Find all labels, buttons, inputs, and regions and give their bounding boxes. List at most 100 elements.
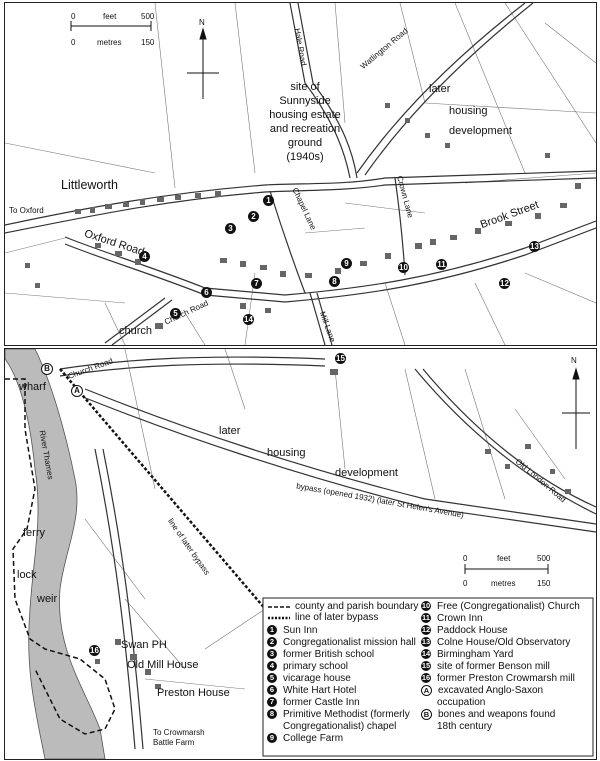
bottom-scale-metres-150: 150 xyxy=(537,579,551,588)
legend-item-label: Birmingham Yard xyxy=(437,649,514,660)
scale-metres-0: 0 xyxy=(71,38,76,47)
scale-metres-label: metres xyxy=(97,38,122,47)
scale-feet-0: 0 xyxy=(71,12,76,21)
legend-item-label: College Farm xyxy=(283,733,344,744)
legend-key-icon: 12 xyxy=(421,625,431,636)
top-map-drawing xyxy=(5,3,596,345)
legend-item: 5 vicarage house xyxy=(267,673,351,684)
preston-house-label: Preston House xyxy=(157,687,230,699)
bottom-scale-metres-label: metres xyxy=(491,579,516,588)
legend-key-icon: A xyxy=(421,685,432,696)
legend-key-icon: 16 xyxy=(421,673,431,684)
legend-item-label: Primitive Methodist (formerly xyxy=(283,709,410,720)
bottom-buildings xyxy=(95,369,571,689)
legend-item: 13 Colne House/Old Observatory xyxy=(421,637,570,648)
sunnyside-label-4: and recreation xyxy=(269,123,341,135)
lock-label: lock xyxy=(17,569,37,581)
legend-key-icon: 4 xyxy=(267,661,277,672)
marker-4: 4 xyxy=(139,251,150,262)
legend-item-label: Crown Inn xyxy=(437,613,483,624)
sunnyside-label-3: housing estate xyxy=(269,109,341,121)
to-crowmarsh-label-1: To Crowmarsh xyxy=(153,728,205,737)
marker-12: 12 xyxy=(499,278,510,289)
legend-item-label: Paddock House xyxy=(437,625,508,636)
legend-item: 6 White Hart Hotel xyxy=(267,685,356,696)
legend-key-icon: 15 xyxy=(421,661,431,672)
legend-item: 018th century xyxy=(421,721,492,732)
legend-key-icon: 11 xyxy=(421,613,431,624)
marker-1: 1 xyxy=(263,195,274,206)
legend-item: 0occupation xyxy=(421,697,485,708)
marker-14: 14 xyxy=(243,314,254,325)
legend-item-label: excavated Anglo-Saxon xyxy=(438,685,544,697)
top-scale-bar xyxy=(70,21,152,31)
later-bypass-line xyxy=(59,368,268,612)
bottom-scale-feet-0: 0 xyxy=(463,554,468,563)
legend-key-icon: 6 xyxy=(267,685,277,696)
later-label: later xyxy=(219,425,241,437)
marker-6: 6 xyxy=(201,287,212,298)
marker-10: 10 xyxy=(398,262,409,273)
legend-item: 12 Paddock House xyxy=(421,625,508,636)
legend-key-icon: B xyxy=(421,709,432,720)
legend-item: 9 College Farm xyxy=(267,733,343,744)
legend-key-icon: 1 xyxy=(267,625,277,636)
north-label: N xyxy=(199,18,205,27)
buildings xyxy=(25,103,581,329)
top-north-arrow xyxy=(187,27,219,99)
littleworth-label: Littleworth xyxy=(61,178,118,192)
legend-key-icon: 9 xyxy=(267,733,277,744)
top-map-panel: 0 feet 500 0 metres 150 N Littleworth To… xyxy=(4,2,597,346)
legend-item: 11 Crown Inn xyxy=(421,613,483,624)
development-label: development xyxy=(335,467,398,479)
bottom-roads xyxy=(59,356,596,750)
legend-item: 4 primary school xyxy=(267,661,348,672)
old-mill-house-label: Old Mill House xyxy=(127,659,199,671)
marker-5: 5 xyxy=(170,308,181,319)
legend-later-bypass: line of later bypass xyxy=(295,612,379,623)
legend-item-label: Congregationalist) chapel xyxy=(283,721,397,732)
legend-item-label: vicarage house xyxy=(283,673,351,684)
legend-key-icon: 3 xyxy=(267,649,277,660)
legend-item-label: White Hart Hotel xyxy=(283,685,357,696)
legend-item: 16 former Preston Crowmarsh mill xyxy=(421,673,575,684)
scale-feet-500: 500 xyxy=(141,12,155,21)
marker-11: 11 xyxy=(436,259,447,270)
marker-3: 3 xyxy=(225,223,236,234)
legend-item-label: bones and weapons found xyxy=(438,709,556,721)
marker-15: 15 xyxy=(335,353,346,364)
legend-key-icon: 7 xyxy=(267,697,277,708)
later-housing-label-2: housing xyxy=(449,105,488,117)
to-crowmarsh-label-2: Battle Farm xyxy=(153,738,195,747)
bottom-scale-feet-label: feet xyxy=(497,554,511,563)
marker-B: B xyxy=(41,363,53,375)
church-label: church xyxy=(119,325,153,337)
legend-item-label: occupation xyxy=(437,697,486,708)
legend-key-icon: 13 xyxy=(421,637,431,648)
marker-7: 7 xyxy=(251,278,262,289)
later-housing-label-1: later xyxy=(429,83,451,95)
sunnyside-label-6: (1940s) xyxy=(286,151,324,163)
wharf-label: wharf xyxy=(19,381,46,393)
bottom-north-label: N xyxy=(571,356,577,365)
bottom-scale-bar xyxy=(464,564,549,574)
legend-item-label: primary school xyxy=(283,661,349,672)
sunnyside-label-1: site of xyxy=(290,81,320,93)
marker-9: 9 xyxy=(341,258,352,269)
parish-boundary-line xyxy=(5,378,116,735)
sunnyside-label-2: Sunnyside xyxy=(279,95,331,107)
legend-key-icon: 5 xyxy=(267,673,277,684)
river-thames-shape xyxy=(5,349,106,759)
legend-key-icon: 14 xyxy=(421,649,431,660)
legend-item-label: former Preston Crowmarsh mill xyxy=(437,673,575,684)
bottom-scale-metres-0: 0 xyxy=(463,579,468,588)
legend-boundary: county and parish boundary xyxy=(295,601,419,612)
legend-item-label: former Castle Inn xyxy=(283,697,360,708)
housing-label: housing xyxy=(267,447,306,459)
to-oxford-label: To Oxford xyxy=(9,206,44,215)
legend-item-label: Colne House/Old Observatory xyxy=(437,637,571,648)
